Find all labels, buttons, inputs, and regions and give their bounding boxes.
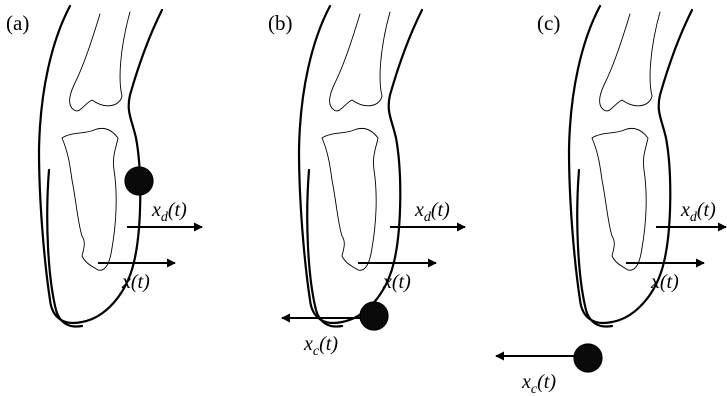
- actual-position-label-c: x(t): [650, 271, 679, 293]
- actual-position-label-b: x(t): [382, 271, 411, 293]
- panel-a: (a) xd(t) x(t): [6, 4, 203, 328]
- desired-position-label-a: xd(t): [151, 199, 187, 225]
- contact-position-label-c: xc(t): [521, 371, 556, 396]
- panel-label-c: (c): [537, 11, 560, 35]
- panel-c: (c) xd(t) x(t) xc(t): [495, 4, 727, 396]
- contact-position-label-b: xc(t): [303, 333, 338, 359]
- panel-b: (b) xd(t) x(t) xc(t): [268, 4, 466, 359]
- contact-ball-c: [573, 343, 603, 373]
- contact-ball-a: [124, 166, 154, 196]
- actual-position-label-a: x(t): [121, 271, 150, 293]
- panel-label-a: (a): [6, 11, 29, 35]
- panel-label-b: (b): [268, 11, 293, 35]
- contact-ball-b: [359, 301, 389, 331]
- desired-position-label-b: xd(t): [414, 199, 450, 225]
- desired-position-label-c: xd(t): [680, 199, 716, 225]
